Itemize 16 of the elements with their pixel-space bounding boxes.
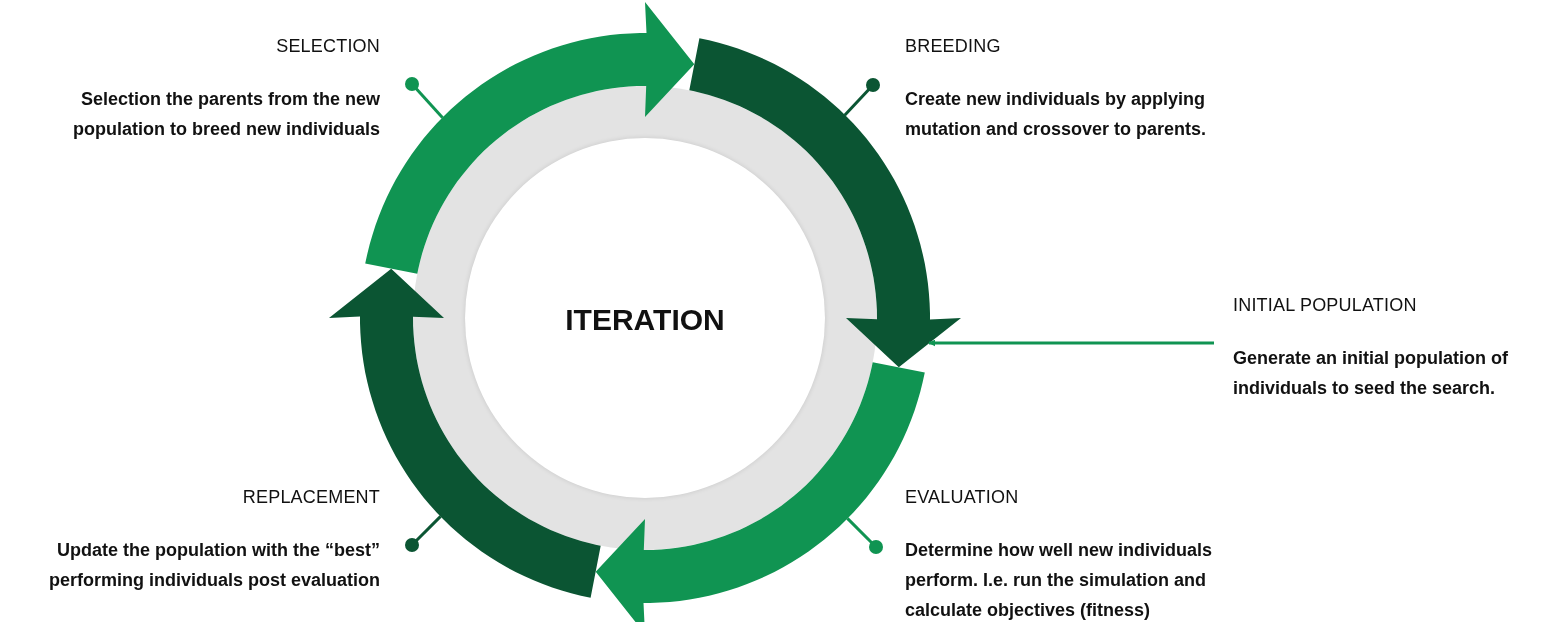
step-description: Selection the parents from the new population to breed new individuals bbox=[72, 88, 380, 141]
cycle-label: ITERATION bbox=[565, 303, 725, 337]
step-description: Create new individuals by applying mutation and crossover to parents. bbox=[905, 88, 1208, 141]
step-description: Determine how well new individuals perform. I.e. run the simulation and calculate objectives (fitness) bbox=[905, 539, 1214, 622]
step-heading: BREEDING bbox=[905, 35, 1002, 58]
leader-line bbox=[405, 515, 442, 552]
arrow bbox=[928, 339, 1214, 347]
leader-line bbox=[405, 77, 444, 119]
step-description: Generate an initial population of individuals to seed the search. bbox=[1233, 347, 1510, 400]
leader-line bbox=[843, 78, 880, 117]
step-heading: REPLACEMENT bbox=[241, 486, 380, 509]
step-heading: INITIAL POPULATION bbox=[1233, 294, 1418, 317]
step-description: Update the population with the “best” performing individuals post evaluation bbox=[47, 539, 380, 592]
leader-line bbox=[846, 517, 883, 554]
step-heading: EVALUATION bbox=[905, 486, 1020, 509]
step-heading: SELECTION bbox=[275, 35, 380, 58]
